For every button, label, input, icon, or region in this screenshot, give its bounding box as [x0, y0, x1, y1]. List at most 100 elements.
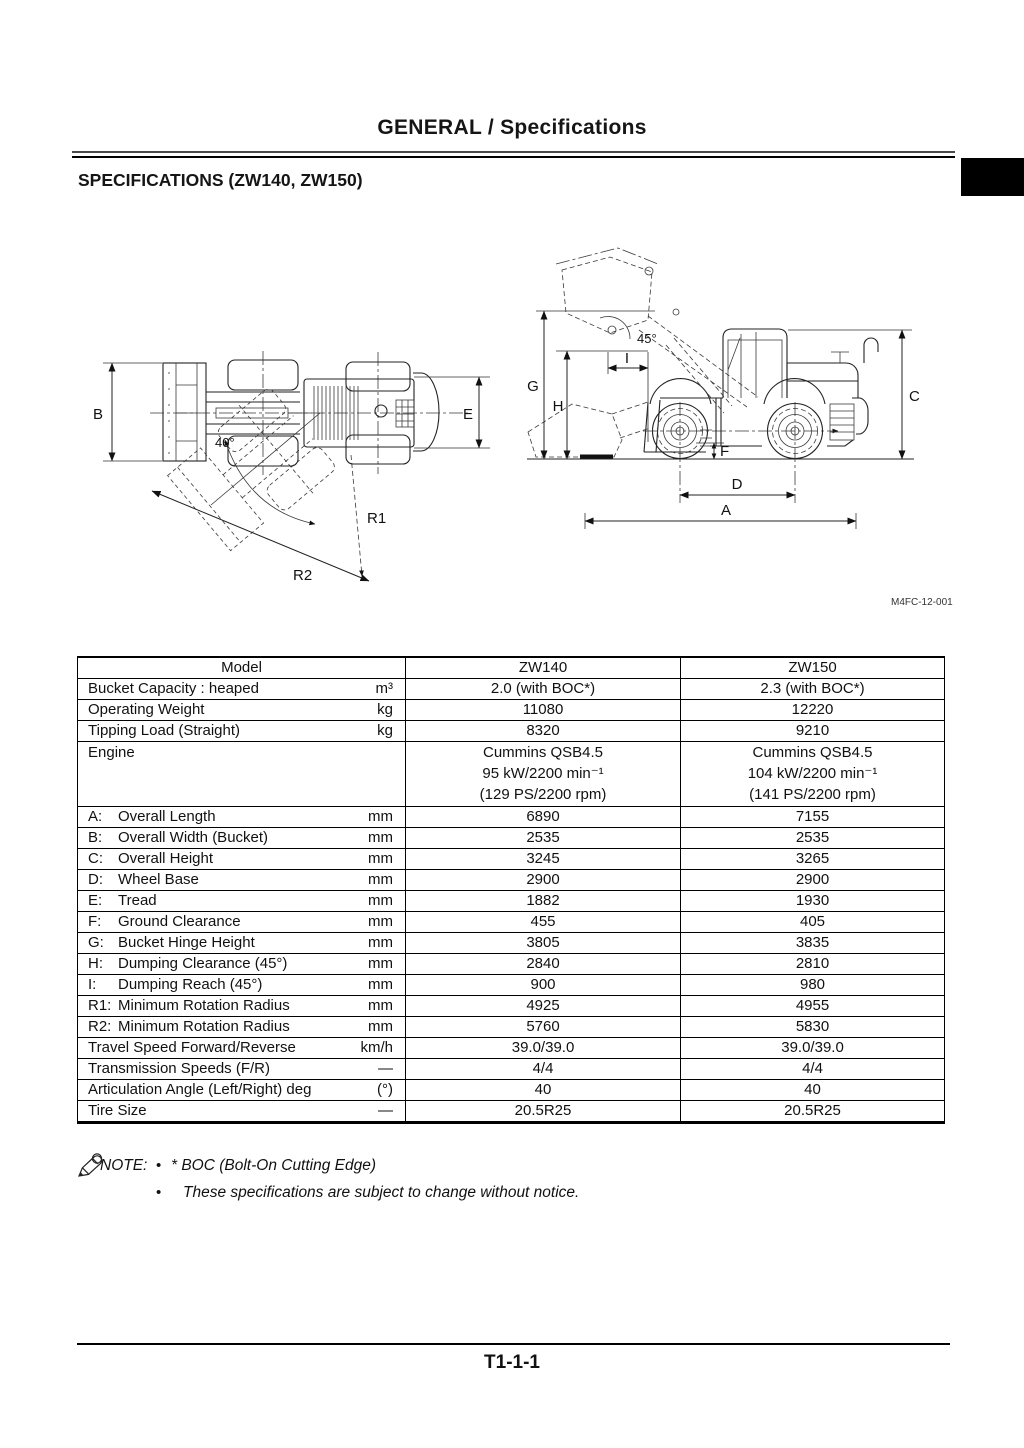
spec-label-cell: C:Overall Height	[77, 848, 326, 870]
spec-label-cell: Tire Size	[77, 1100, 326, 1123]
spec-unit-cell: mm	[325, 806, 407, 828]
spec-value-zw140: 3245	[405, 848, 682, 870]
dim-label-i: I	[625, 350, 629, 367]
pencil-note-icon	[78, 1153, 103, 1177]
dim-letter: R2:	[88, 1018, 112, 1035]
spec-unit-cell: kg	[325, 699, 407, 721]
spec-value-zw150: 3265	[680, 848, 946, 870]
spec-unit-cell: —	[325, 1058, 407, 1080]
spec-unit-cell: kg	[325, 720, 407, 742]
spec-value-zw150: 2900	[680, 869, 946, 891]
spec-value-zw150: Cummins QSB4.5 104 kW/2200 min⁻¹ (141 PS…	[680, 741, 946, 807]
dim-letter: I:	[88, 976, 97, 993]
spec-value-zw140: 2.0 (with BOC*)	[405, 678, 682, 700]
spec-row: Articulation Angle (Left/Right) deg(°)40…	[77, 1079, 946, 1101]
lowered-bucket	[527, 401, 651, 459]
section-edge-tab	[961, 158, 1024, 196]
spec-value-zw140: 4/4	[405, 1058, 682, 1080]
spec-value-zw150: 5830	[680, 1016, 946, 1038]
dim-letter: H:	[88, 955, 103, 972]
spec-unit-cell: mm	[325, 911, 407, 933]
spec-value-zw150: 4955	[680, 995, 946, 1017]
note-bullet: •	[156, 1184, 162, 1201]
spec-unit-cell: m³	[325, 678, 407, 700]
spec-label-cell: E:Tread	[77, 890, 326, 912]
dim-letter: G:	[88, 934, 104, 951]
spec-value-zw140: 20.5R25	[405, 1100, 682, 1123]
page-header-title: GENERAL / Specifications	[377, 116, 647, 139]
spec-label-cell: Transmission Speeds (F/R)	[77, 1058, 326, 1080]
spec-value-zw150: 1930	[680, 890, 946, 912]
angle-label-40: 40°	[215, 435, 235, 450]
spec-value-zw150: 2535	[680, 827, 946, 849]
spec-value-zw140: 2900	[405, 869, 682, 891]
spec-value-zw140: 1882	[405, 890, 682, 912]
col-header-zw140: ZW140	[405, 656, 682, 679]
dim-letter: F:	[88, 913, 102, 930]
spec-value-zw150: 12220	[680, 699, 946, 721]
spec-unit-cell: mm	[325, 890, 407, 912]
spec-value-zw150: 4/4	[680, 1058, 946, 1080]
dim-label-b: B	[93, 406, 103, 423]
dim-letter: D:	[88, 871, 103, 888]
figure-code: M4FC-12-001	[891, 597, 953, 608]
spec-label-cell: G:Bucket Hinge Height	[77, 932, 326, 954]
dim-label-e: E	[463, 406, 473, 423]
dim-label-h: H	[553, 398, 564, 415]
note-bullet: •	[156, 1157, 162, 1174]
spec-value-zw150: 980	[680, 974, 946, 996]
spec-unit-cell: mm	[325, 953, 407, 975]
spec-value-zw150: 40	[680, 1079, 946, 1101]
dim-label-c: C	[909, 388, 920, 405]
spec-value-zw150: 20.5R25	[680, 1100, 946, 1123]
spec-label-cell: Bucket Capacity : heaped	[77, 678, 326, 700]
articulated-ghost	[167, 389, 335, 552]
spec-unit-cell: mm	[325, 932, 407, 954]
dim-label-r2: R2	[293, 567, 312, 584]
angle-label-45: 45°	[637, 331, 657, 346]
dim-letter: A:	[88, 808, 103, 825]
note-item: * BOC (Bolt-On Cutting Edge)	[171, 1157, 377, 1174]
spec-value-zw140: 4925	[405, 995, 682, 1017]
spec-unit-cell: (°)	[325, 1079, 407, 1101]
spec-label-cell: Articulation Angle (Left/Right) deg	[77, 1079, 326, 1101]
spec-unit-cell: mm	[325, 995, 407, 1017]
spec-label-cell: Operating Weight	[77, 699, 326, 721]
side-view-drawing: 45° G H I C F D	[527, 247, 920, 529]
spec-value-zw140: 39.0/39.0	[405, 1037, 682, 1059]
spec-value-zw150: 7155	[680, 806, 946, 828]
spec-value-zw140: 40	[405, 1079, 682, 1101]
dim-label-g: G	[527, 378, 539, 395]
spec-unit-cell: —	[325, 1100, 407, 1123]
dim-letter: R1:	[88, 997, 112, 1014]
note-label: NOTE:	[100, 1157, 148, 1174]
dim-label-a: A	[721, 502, 731, 519]
dim-label-r1: R1	[367, 510, 386, 527]
spec-value-zw140: 2535	[405, 827, 682, 849]
raised-bucket	[555, 247, 759, 414]
spec-unit-cell: km/h	[325, 1037, 407, 1059]
spec-label-cell: D:Wheel Base	[77, 869, 326, 891]
spec-label-cell: Engine	[77, 741, 326, 807]
spec-value-zw150: 405	[680, 911, 946, 933]
spec-label-cell: F:Ground Clearance	[77, 911, 326, 933]
spec-unit-cell: mm	[325, 1016, 407, 1038]
spec-header-row: Model ZW140 ZW150	[76, 656, 946, 679]
col-header-zw150: ZW150	[680, 656, 946, 679]
